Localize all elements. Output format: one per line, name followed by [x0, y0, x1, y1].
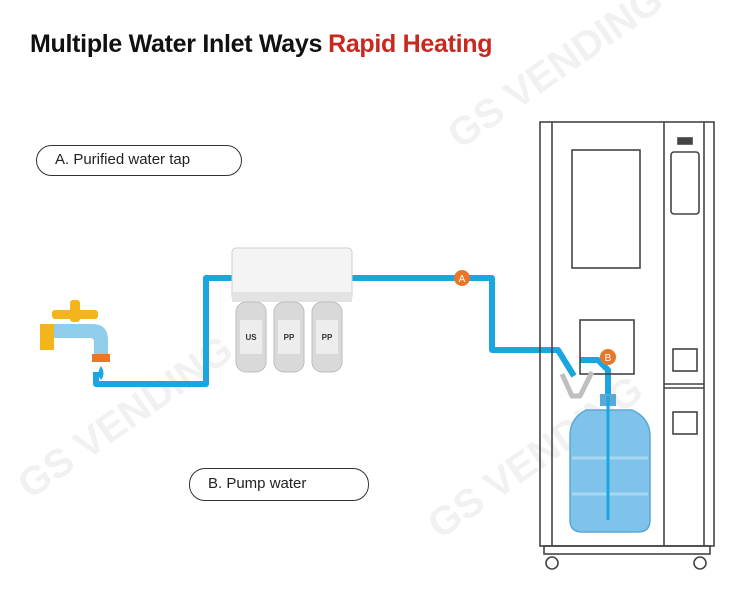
marker-b-label: B	[605, 353, 612, 364]
pipe-filter-to-machine	[350, 275, 577, 378]
pipe-bottle-to-machine	[580, 357, 611, 396]
marker-a: A	[454, 270, 470, 286]
machine-wheel-left	[545, 556, 559, 570]
filter-label-2: PP	[284, 333, 295, 342]
water-bottle	[569, 394, 651, 533]
title-accent: Rapid Heating	[328, 30, 493, 58]
vending-machine	[539, 121, 715, 570]
y-connector	[559, 370, 595, 399]
filter-cartridge-3: PP	[311, 301, 343, 373]
filter-label-1: US	[245, 333, 257, 342]
side-button-1	[672, 348, 698, 372]
payment-panel	[670, 151, 700, 215]
marker-b: B	[600, 349, 616, 365]
machine-wheel-right	[693, 556, 707, 570]
filter-cartridge-2: PP	[273, 301, 305, 373]
pipe-tap-to-filter	[93, 275, 238, 387]
label-purified-water-tap: A. Purified water tap	[36, 145, 242, 176]
filter-label-3: PP	[322, 333, 333, 342]
faucet-icon	[40, 300, 110, 380]
watermark-1: GS VENDING	[440, 0, 671, 157]
title-main: Multiple Water Inlet Ways	[30, 30, 323, 58]
dispenser-window	[579, 319, 635, 375]
filter-cartridge-1: US	[235, 301, 267, 373]
machine-screen	[571, 149, 641, 269]
water-filter-unit: US PP PP	[231, 247, 353, 373]
label-pump-water: B. Pump water	[189, 468, 369, 501]
marker-a-label: A	[459, 274, 466, 285]
side-button-2	[672, 411, 698, 435]
